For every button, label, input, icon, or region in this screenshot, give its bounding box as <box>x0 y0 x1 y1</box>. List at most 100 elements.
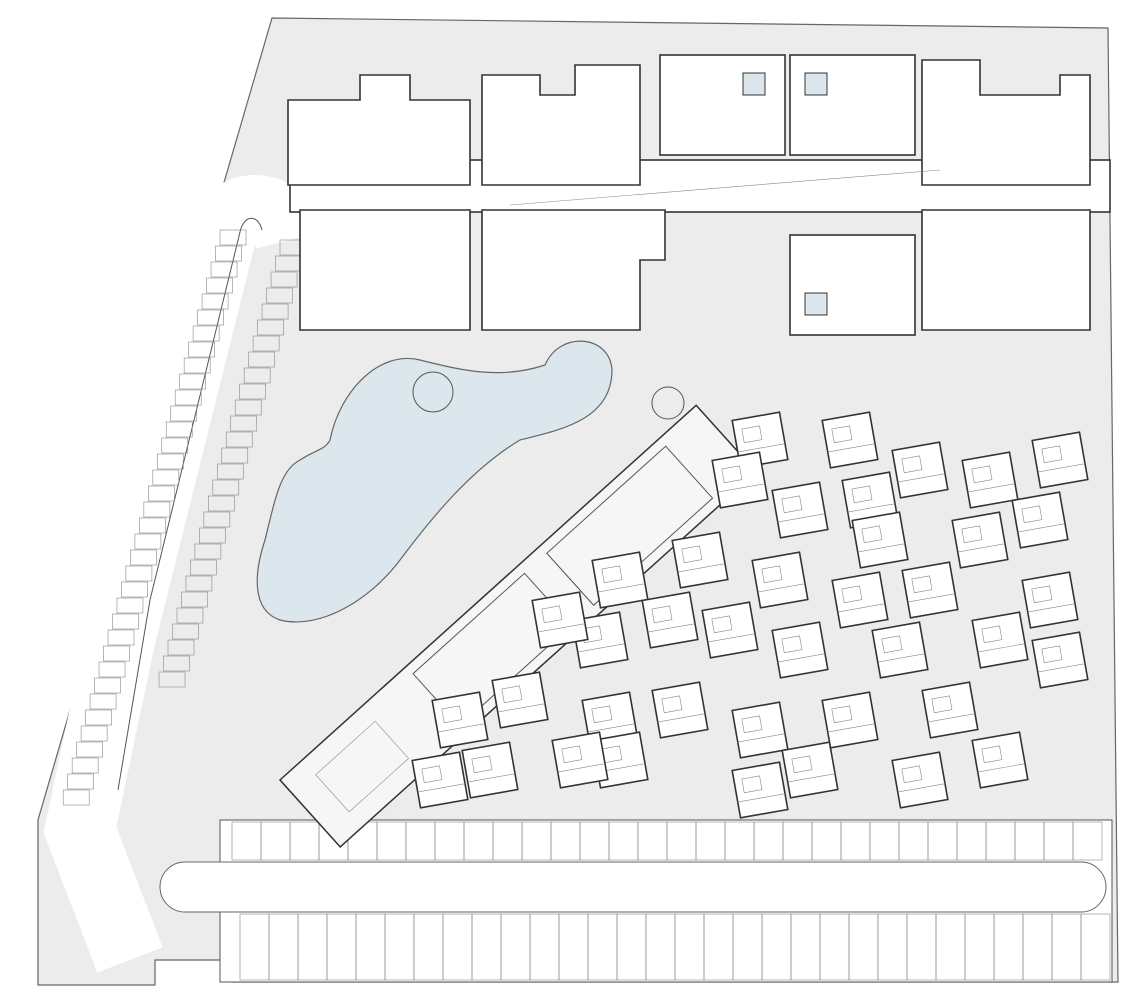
parking-stall <box>221 447 249 464</box>
cabin <box>771 481 829 539</box>
parking-stall <box>89 693 117 710</box>
parking-stall <box>170 405 198 422</box>
cabin <box>651 681 709 739</box>
cabin <box>1031 431 1089 489</box>
cabin <box>1011 491 1069 549</box>
parking-stall <box>197 309 224 326</box>
parking-stall <box>192 325 220 342</box>
cabin <box>971 731 1029 789</box>
parking-stall <box>183 357 211 374</box>
parking-stall <box>185 575 213 592</box>
parking-stall <box>225 431 253 448</box>
parking-stall <box>190 559 217 576</box>
parking-stall <box>179 373 206 390</box>
parking-stall <box>158 671 186 688</box>
cabin <box>431 691 489 749</box>
parking-stall <box>139 517 166 534</box>
parking-stall <box>208 495 235 512</box>
cabin <box>671 531 729 589</box>
parking-stall <box>257 319 284 336</box>
cabin <box>701 601 759 659</box>
cabin <box>531 591 589 649</box>
cabin <box>551 731 609 789</box>
parking-stall <box>116 597 144 614</box>
cabin <box>731 701 789 759</box>
parking-stall <box>206 277 233 294</box>
parking-stall <box>143 501 171 518</box>
cabin <box>901 561 959 619</box>
parking-stall <box>212 479 240 496</box>
cabin <box>711 451 769 509</box>
parking-stall <box>203 511 231 528</box>
parking-stall <box>80 725 108 742</box>
parking-stall <box>85 709 112 726</box>
parking-stall <box>266 287 293 304</box>
cabin <box>891 441 949 499</box>
cabin-cluster <box>411 411 1089 819</box>
parking-stall <box>71 757 99 774</box>
parking-stall <box>152 469 180 486</box>
parking-stall <box>125 565 153 582</box>
cabin <box>821 691 879 749</box>
cabin <box>961 451 1019 509</box>
parking-stall <box>67 773 94 790</box>
parking-stall <box>165 421 193 438</box>
parking-stall <box>216 463 244 480</box>
parking-stall <box>230 415 258 432</box>
left-parking-road <box>43 175 324 973</box>
parking-stall <box>163 655 190 672</box>
parking-stall <box>130 549 157 566</box>
bottom-parking-lot <box>159 819 1113 983</box>
parking-stall <box>167 639 195 656</box>
parking-stall <box>156 453 184 470</box>
cabin <box>1021 571 1079 629</box>
cabin <box>921 681 979 739</box>
parking-stall <box>219 229 247 246</box>
cabin <box>411 751 469 809</box>
parking-stall <box>148 485 175 502</box>
parking-stall <box>161 437 189 454</box>
cabin <box>821 411 879 469</box>
parking-stall <box>181 591 208 608</box>
parking-stall <box>76 741 103 758</box>
swimming-pool <box>256 340 613 623</box>
cabin <box>461 741 519 799</box>
parking-stall <box>103 645 130 662</box>
parking-stall <box>1072 821 1103 861</box>
parking-stall <box>121 581 148 598</box>
parking-stall <box>174 389 202 406</box>
pool-island <box>412 371 454 413</box>
parking-stall <box>107 629 135 646</box>
cabin <box>851 511 909 569</box>
cabin <box>971 611 1029 669</box>
cabin <box>751 551 809 609</box>
parking-stall <box>239 383 266 400</box>
parking-stall <box>243 367 271 384</box>
parking-stall <box>62 789 90 806</box>
parking-stall <box>172 623 199 640</box>
parking-stall <box>98 661 126 678</box>
cabin <box>591 551 649 609</box>
cabin <box>891 751 949 809</box>
parking-stall <box>112 613 139 630</box>
cabin <box>491 671 549 729</box>
parking-stall <box>270 271 298 288</box>
parking-stall <box>176 607 204 624</box>
parking-stall <box>234 399 262 416</box>
cabin <box>1031 631 1089 689</box>
parking-stall <box>261 303 289 320</box>
parking-stall <box>210 261 238 278</box>
parking-stall <box>215 245 242 262</box>
parking-stall <box>1080 913 1111 981</box>
parking-stall <box>188 341 215 358</box>
cabin <box>831 571 889 629</box>
parking-stall <box>199 527 226 544</box>
cabin <box>771 621 829 679</box>
apartment-block <box>287 54 1111 336</box>
parking-stall <box>252 335 280 352</box>
parking-stall <box>94 677 121 694</box>
cabin <box>781 741 839 799</box>
parking-stall <box>201 293 229 310</box>
round-feature <box>651 386 685 420</box>
